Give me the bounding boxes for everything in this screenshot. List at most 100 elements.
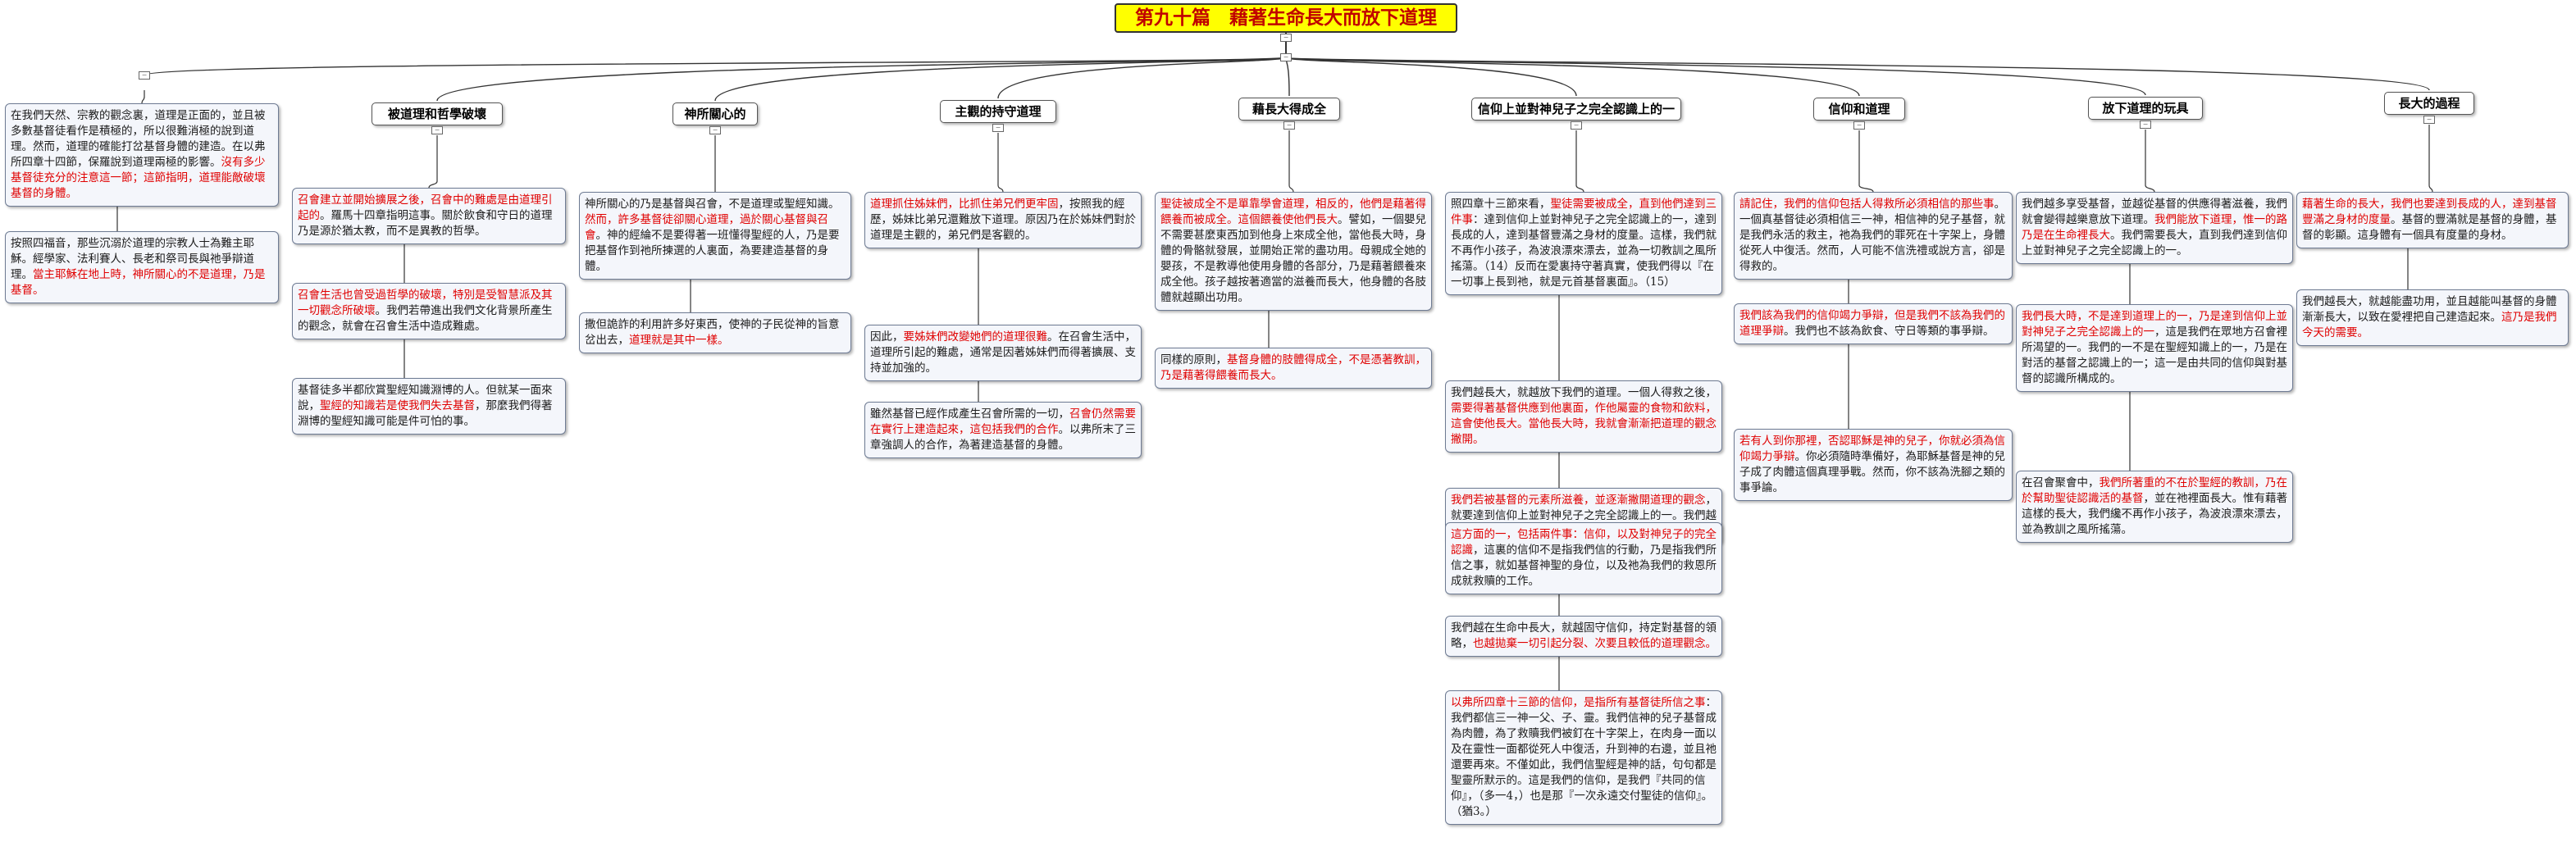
body-text: 。你必須隨時準備好，為耶穌基督是神的兒子成了肉體這個真理爭戰。然而，你不該為洗腳… — [1739, 450, 2005, 494]
connector-curve — [1285, 57, 1577, 97]
note-n6a: 請記住，我們的信仰包括人得救所必須相信的那些事。一個真基督徒必須相信三一神，相信… — [1734, 192, 2013, 280]
note-n5d: 這方面的一，包括兩件事：信仰，以及對神兒子的完全認識，這裏的信仰不是指我們信的行… — [1445, 522, 1722, 594]
note-n8a: 藉著生命的長大，我們也要達到長成的人，達到基督豐滿之身材的度量。基督的豐滿就是基… — [2296, 192, 2569, 248]
highlight-text: 召會建立並開始擴展之後，召會中的難處是由道理引起的 — [298, 193, 553, 222]
note-n3c: 雖然基督已經作成產生召會所需的一切，召會仍然需要在實行上建造起來，這包括我們的合… — [864, 402, 1142, 458]
highlight-text: 藉著生命的長大，我們也要達到長成的人，達到基督豐滿之身材的度量 — [2302, 198, 2557, 226]
body-text: 。我們也不該為飲食、守日等類的事爭辯。 — [1784, 325, 1995, 338]
collapse-toggle[interactable]: − — [1853, 121, 1865, 130]
highlight-text: 要姊妹們改變她們的道理很難 — [903, 330, 1048, 344]
highlight-text: 請記住，我們的信仰包括人得救所必須相信的那些事 — [1739, 198, 1995, 211]
highlight-text: 也越拋棄一切引起分裂、次要且較低的道理觀念。 — [1473, 637, 1717, 650]
connector-curve — [2428, 184, 2433, 193]
highlight-text: 召會生活也曾受過哲學的破壞，特別是受智慧派及其一切觀念所破壞 — [298, 289, 553, 317]
topic-t3[interactable]: 主觀的持守道理 — [940, 100, 1056, 123]
highlight-text: 這方面的一，包括兩件事：信仰，以及對神兒子的完全認識 — [1451, 528, 1717, 557]
note-n2b: 撒但詭詐的利用許多好東西，使神的子民從神的旨意岔出去，道理就是其中一樣。 — [579, 312, 851, 353]
highlight-text: 道理就是其中一樣。 — [629, 334, 729, 347]
body-text: ：我們都信三一神一父、子、靈。我們信神的兒子基督成為肉體，為了救贖我們被釘在十字… — [1451, 696, 1717, 818]
body-text: ：達到信仰上並對神兒子之完全認識上的一，達到長成的人，達到基督豐滿之身材的度量。… — [1451, 213, 1717, 289]
note-n4a: 聖徒被成全不是單靠學會道理，相反的，他們是藉著得餵養而被成全。這個餵養使他們長大… — [1155, 192, 1432, 311]
body-text: 我們越在生命中長大，就越固守信仰，持定對基督的領略， — [1451, 621, 1717, 650]
body-text: 按照四福音，那些沉溺於道理的宗教人士為難主耶穌。經學家、法利賽人、長老和祭司長與… — [11, 237, 254, 281]
highlight-text: 聖徒被成全不是單靠學會道理，相反的，他們是藉著得餵養而被成全。這個餵養使他們長大 — [1160, 198, 1426, 226]
note-n1a: 召會建立並開始擴展之後，召會中的難處是由道理引起的。羅馬十四章指明這事。關於飲食… — [292, 188, 566, 244]
highlight-text: 然而，許多基督徒卻關心道理，過於關心基督與召會 — [585, 213, 828, 242]
highlight-text: 以弗所四章十三節的信仰，是指所有基督徒所信之事 — [1451, 696, 1706, 709]
body-text: 同樣的原則， — [1160, 353, 1227, 366]
note-n1b: 召會生活也曾受過哲學的破壞，特別是受智慧派及其一切觀念所破壞。我們若帶進出我們文… — [292, 283, 566, 339]
collapse-toggle[interactable]: − — [709, 126, 721, 134]
connector-curve — [1858, 184, 1874, 193]
highlight-text: 我們長大時，不是達到道理上的一，乃是達到信仰上並對神兒子之完全認識上的一 — [2022, 310, 2287, 339]
body-text: ，並在祂裡面長大。惟有藉著這樣的長大，我們纔不再作小孩子，為波浪漂來漂去，並為教… — [2022, 492, 2287, 536]
collapse-toggle[interactable]: − — [1280, 53, 1292, 61]
body-text: 在我們天然、宗教的觀念裏，道理是正面的，並且被多數基督徒看作是積極的，所以很難消… — [11, 109, 266, 169]
note-n6c: 若有人到你那裡，否認耶穌是神的兒子，你就必須為信仰竭力爭辯。你必須隨時準備好，為… — [1734, 429, 2013, 501]
highlight-text: 沒有多少基督徒充分的注意這一節；這節指明，道理能敵破壞基督的身體。 — [11, 156, 266, 200]
note-n7c: 在召會聚會中，我們所著重的不在於聖經的教訓，乃在於幫助聖徒認識活的基督，並在祂裡… — [2016, 471, 2293, 543]
body-text: 基督徒多半都欣賞聖經知識淵博的人。但就某一面來說， — [298, 384, 553, 412]
topic-t2[interactable]: 神所關心的 — [672, 102, 758, 125]
topic-t8[interactable]: 長大的過程 — [2384, 92, 2474, 115]
body-text: 我們越長大，就越放下我們的道理。一個人得救之後， — [1451, 386, 1717, 399]
highlight-text: 道理抓住姊妹們，比抓住弟兄們更牢固 — [870, 198, 1059, 211]
collapse-toggle[interactable]: − — [992, 124, 1004, 132]
body-text: 我們越多享受基督，並越從基督的供應得著滋養，我們就會變得越樂意放下道理。 — [2022, 198, 2287, 226]
connector-curve — [436, 57, 1287, 102]
collapse-toggle[interactable]: − — [139, 71, 150, 80]
body-text: 。神的經綸不是要得著一班懂得聖經的人，乃是要把基督作到祂所揀選的人裏面，為要建造… — [585, 229, 840, 273]
highlight-text: 我們若被基督的元素所滋養，並逐漸撇開道理的觀念 — [1451, 494, 1706, 507]
highlight-text: 我們所著重的不在於聖經的教訓，乃在於幫助聖徒認識活的基督 — [2022, 476, 2287, 505]
note-n8b: 我們越長大，就越能盡功用，並且越能叫基督的身體漸漸長大，以致在愛裡把自己建造起來… — [2296, 289, 2569, 346]
body-text: 照四章十三節來看， — [1451, 198, 1551, 211]
connector-curve — [1285, 57, 1290, 97]
root-topic[interactable]: 第九十篇 藉著生命長大而放下道理 — [1115, 3, 1457, 33]
body-text: ，這裏的信仰不是指我們信的行動，乃是指我們所信之事，就如基督神聖的身位，以及祂為… — [1451, 544, 1717, 588]
note-n5f: 以弗所四章十三節的信仰，是指所有基督徒所信之事：我們都信三一神一父、子、靈。我們… — [1445, 690, 1722, 825]
highlight-text: 召會仍然需要在實行上建造起來，這包括我們的合作 — [870, 407, 1136, 436]
body-text: 因此， — [870, 330, 904, 344]
topic-t4[interactable]: 藉長大得成全 — [1238, 98, 1340, 121]
body-text: 。在召會生活中，道理所引起的難處，通常是因著姊妹們而得著擴展、支持並加強的。 — [870, 330, 1136, 375]
note-n6b: 我們該為我們的信仰竭力爭辯，但是我們不該為我們的道理爭辯。我們也不該為飲食、守日… — [1734, 303, 2013, 344]
collapse-toggle[interactable]: − — [1571, 121, 1582, 130]
collapse-toggle[interactable]: − — [1283, 121, 1295, 130]
topic-t1[interactable]: 被道理和哲學破壞 — [372, 102, 503, 125]
highlight-text: 需要得著基督供應到他裏面，作他屬靈的食物和飲料，這會使他長大。當他長大時，我就會… — [1451, 402, 1717, 446]
topic-t6[interactable]: 信仰和道理 — [1813, 98, 1905, 121]
body-text: 。譬如，一個嬰兒不需要甚麼東西加到他身上來成全他，當他長大時，身體的骨骼就發展，… — [1160, 213, 1426, 304]
highlight-text: 聖徒需要被成全，直到他們達到三件事 — [1451, 198, 1717, 226]
connector-curve — [997, 57, 1287, 99]
body-text: 神所關心的乃是基督與召會，不是道理或聖經知識。 — [585, 198, 840, 211]
highlight-text: 這乃是我們今天的需要。 — [2302, 311, 2557, 339]
note-n4b: 同樣的原則，基督身體的肢體得成全，不是憑著教訓，乃是藉著得餵養而長大。 — [1155, 348, 1432, 389]
connector-curve — [1575, 184, 1584, 193]
note-n7b: 我們長大時，不是達到道理上的一，乃是達到信仰上並對神兒子之完全認識上的一，這是我… — [2016, 304, 2293, 392]
connector-curve — [714, 57, 1287, 102]
connector-curve — [2145, 184, 2155, 193]
note-n3a: 道理抓住姊妹們，比抓住弟兄們更牢固，按照我的經歷，姊妹比弟兄還難放下道理。原因乃… — [864, 192, 1142, 248]
body-text: 。我們若帶進出我們文化背景所產生的觀念，就會在召會生活中造成難處。 — [298, 304, 553, 333]
highlight-text: 基督身體的肢體得成全，不是憑著教訓，乃是藉著得餵養而長大。 — [1160, 353, 1426, 382]
highlight-text: 若有人到你那裡，否認耶穌是神的兒子，你就必須為信仰竭力爭辯 — [1739, 435, 2005, 463]
collapse-toggle[interactable]: − — [2140, 121, 2151, 129]
connector-curve — [1288, 184, 1294, 193]
body-text: 雖然基督已經作成產生召會所需的一切， — [870, 407, 1069, 421]
body-text: 。基督的豐滿就是基督的身體，基督的彰顯。這身體有一個具有度量的身材。 — [2302, 213, 2557, 242]
body-text: 。我們需要長大，直到我們達到信仰上並對神兒子之完全認識上的一。 — [2022, 229, 2287, 257]
note-n5a: 照四章十三節來看，聖徒需要被成全，直到他們達到三件事：達到信仰上並對神兒子之完全… — [1445, 192, 1722, 295]
body-text: ，那麼我們得著淵博的聖經知識可能是件可怕的事。 — [298, 399, 553, 428]
highlight-text: 當主耶穌在地上時，神所關心的不是道理，乃是基督。 — [11, 268, 266, 297]
connector-curve — [141, 96, 145, 104]
collapse-toggle[interactable]: − — [2423, 116, 2435, 124]
collapse-toggle[interactable]: − — [1280, 34, 1292, 42]
topic-t5[interactable]: 信仰上並對神兒子之完全認識上的一 — [1471, 98, 1681, 121]
body-text: ，這是我們在眾地方召會裡所渴望的一。我們的一不是在聖經知識上的一，乃是在對活的基… — [2022, 325, 2287, 385]
topic-t7[interactable]: 放下道理的玩具 — [2088, 97, 2203, 120]
connector-curve — [428, 180, 438, 189]
note-n5b: 我們越長大，就越放下我們的道理。一個人得救之後， 需要得著基督供應到他裏面，作他屬… — [1445, 380, 1722, 453]
collapse-toggle[interactable]: − — [431, 126, 443, 134]
note-n7a: 我們越多享受基督，並越從基督的供應得著滋養，我們就會變得越樂意放下道理。我們能放… — [2016, 192, 2293, 264]
highlight-text: 聖經的知識若是使我們失去基督 — [320, 399, 475, 412]
